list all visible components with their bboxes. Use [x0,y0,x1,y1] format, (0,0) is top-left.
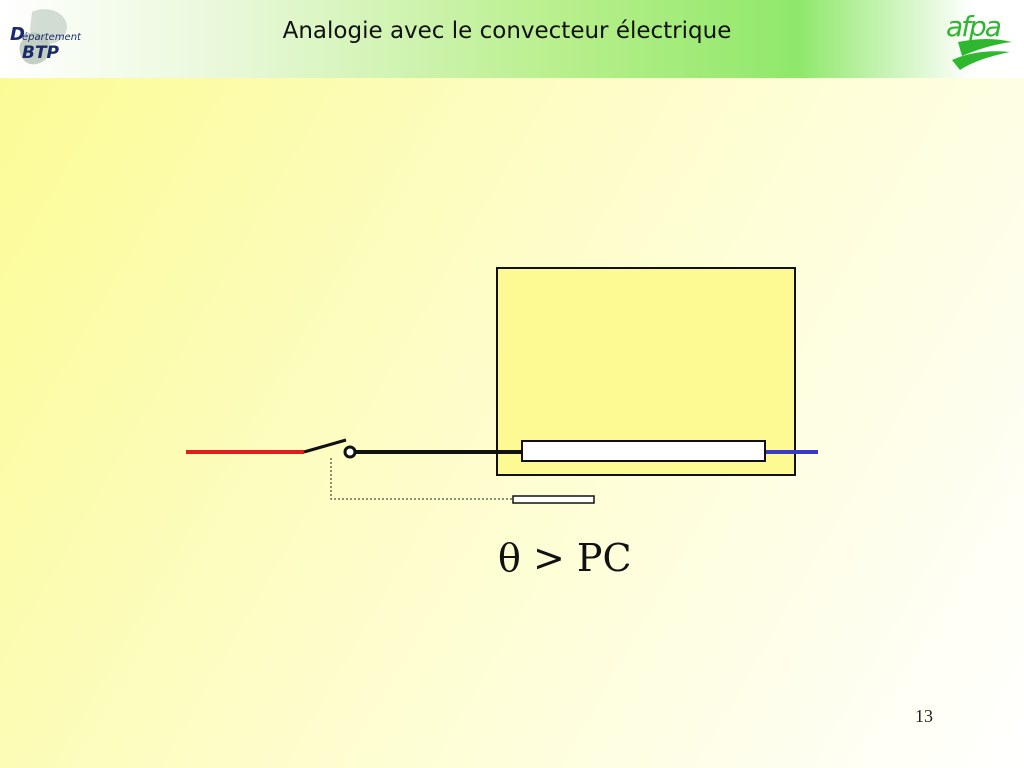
svg-text:BTP: BTP [22,43,60,63]
departement-btp-logo: D épartement BTP [4,4,84,72]
slide-title: Analogie avec le convecteur électrique [282,18,732,44]
afpa-logo: afpa [938,2,1018,74]
heating-element [521,440,766,462]
switch-blade [303,438,347,454]
svg-text:épartement: épartement [22,31,82,43]
page-number: 13 [915,706,933,726]
thermostat-link [330,458,513,500]
temperature-sensor [512,495,595,504]
switch-contact [343,445,357,459]
svg-text:D: D [10,24,25,45]
svg-text:afpa: afpa [946,10,1001,43]
temperature-condition: θ > PC [498,536,632,580]
slide-header [0,0,1024,78]
